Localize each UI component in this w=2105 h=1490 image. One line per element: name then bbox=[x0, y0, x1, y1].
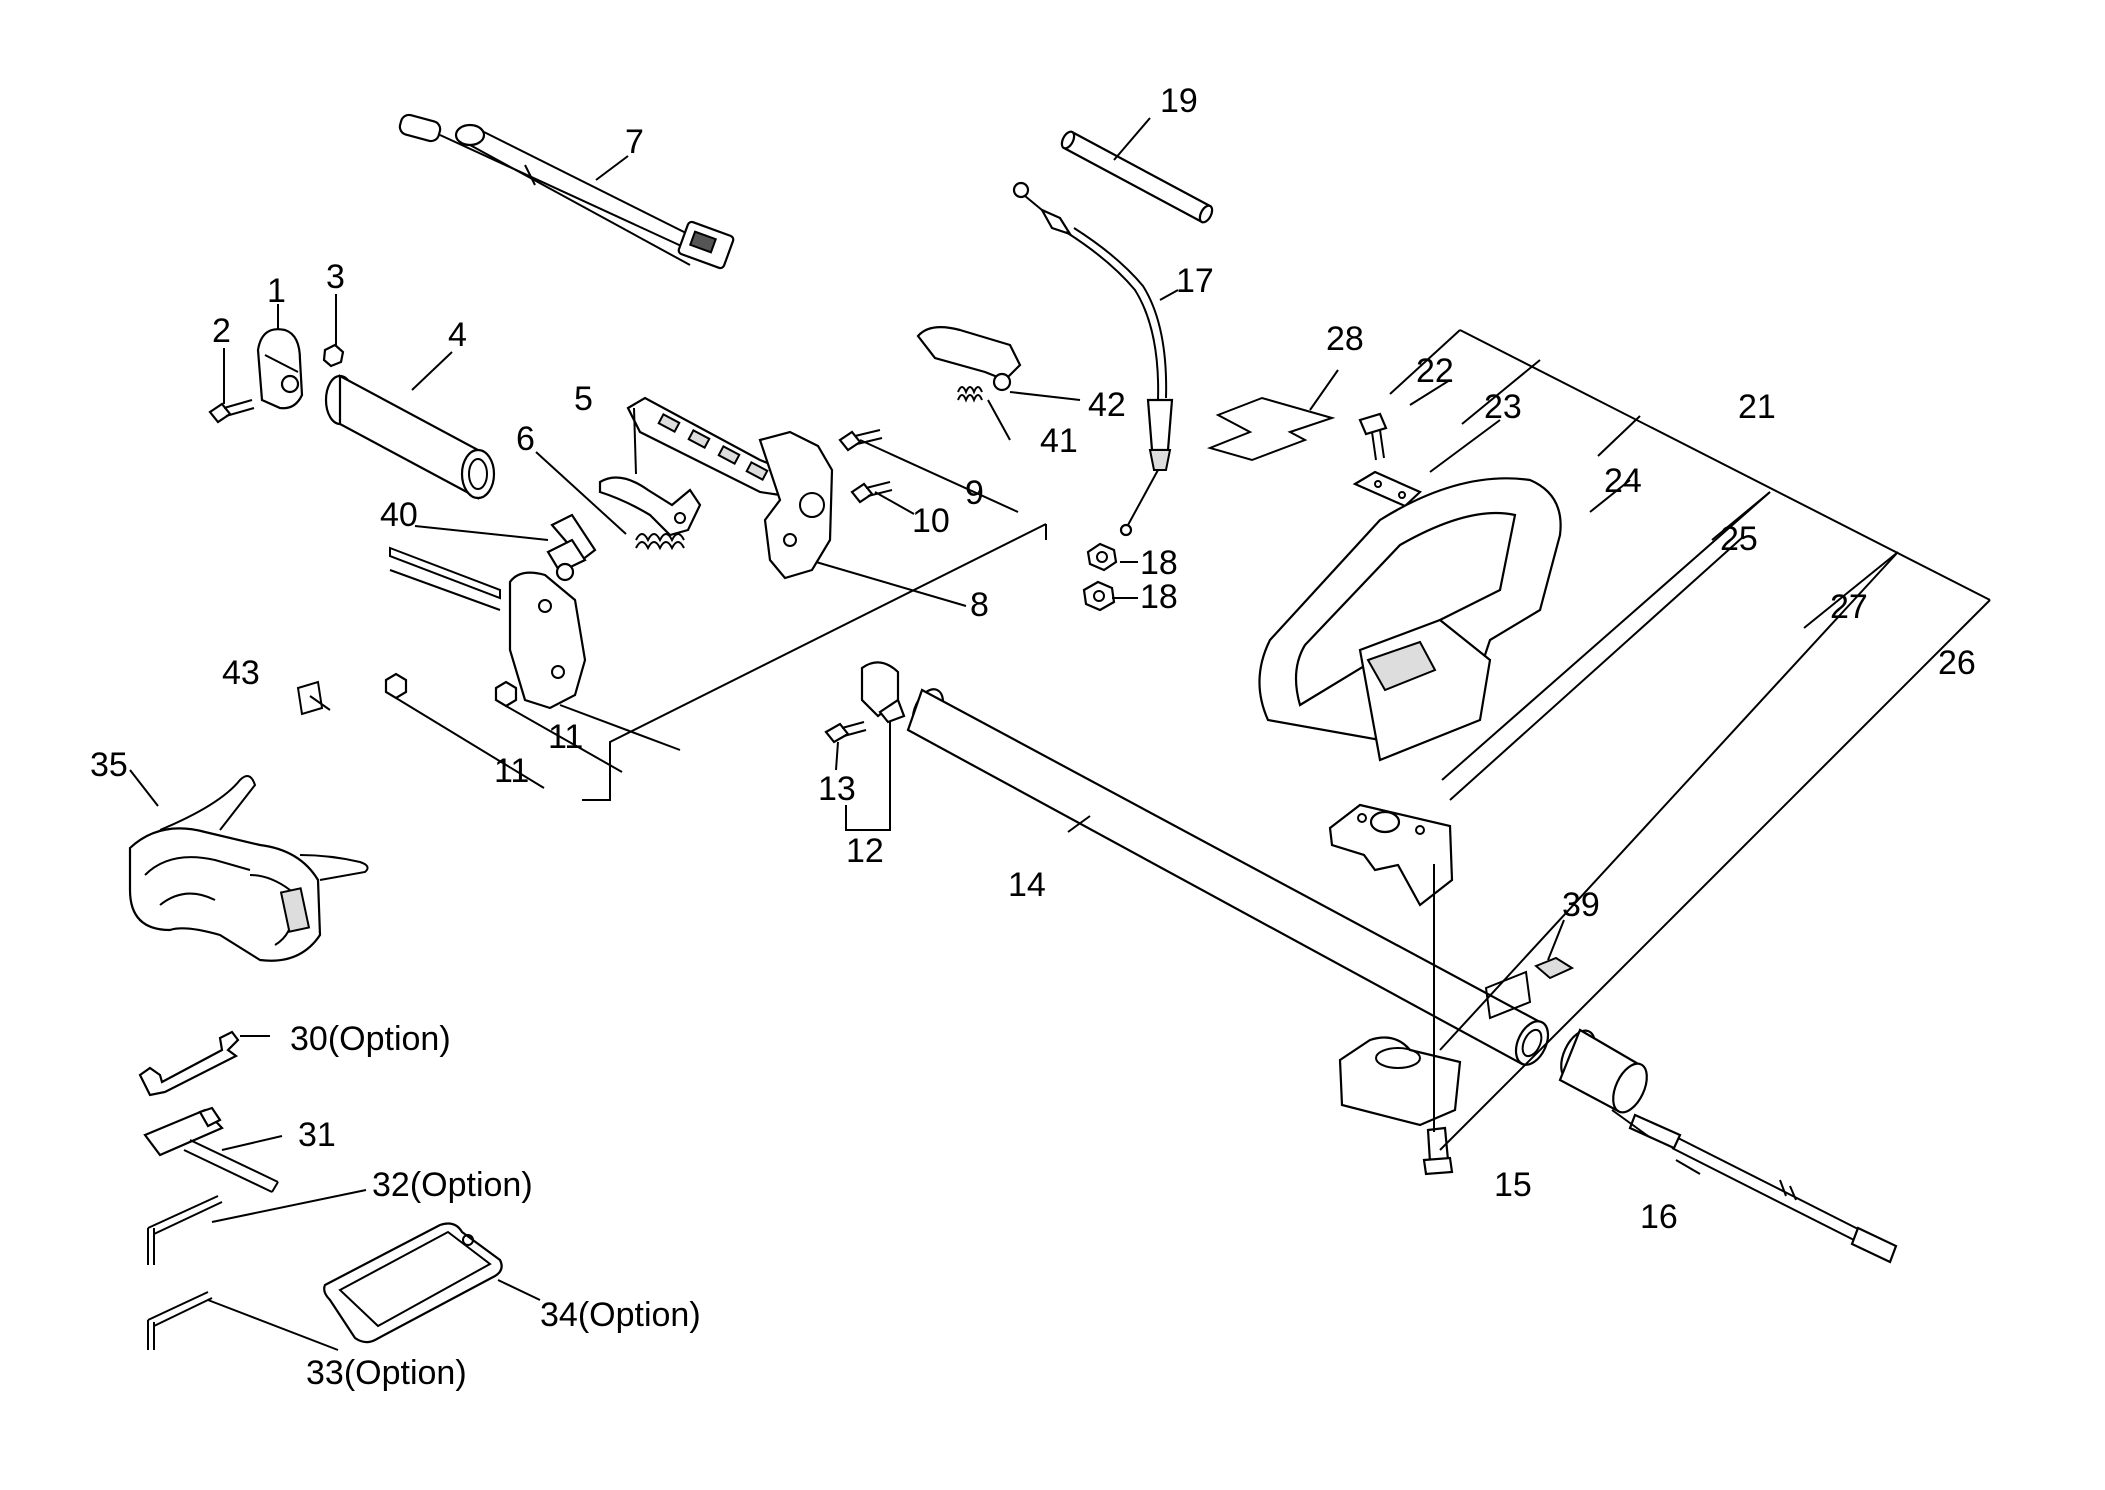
part-10-screw bbox=[850, 481, 893, 504]
part-11-nut-b bbox=[494, 680, 518, 708]
part-25-clamp-top bbox=[1328, 803, 1454, 907]
label-28: 28 bbox=[1326, 320, 1364, 358]
part-1-clamp bbox=[256, 328, 304, 410]
leader-lines bbox=[129, 117, 1991, 1351]
part-35-goggles bbox=[128, 775, 369, 962]
label-27: 27 bbox=[1830, 588, 1868, 626]
label-35: 35 bbox=[90, 746, 128, 784]
label-18-b: 18 bbox=[1140, 578, 1178, 616]
part-26-bolt bbox=[1422, 1126, 1454, 1176]
label-31: 31 bbox=[298, 1116, 336, 1154]
part-2-bolt bbox=[208, 399, 255, 424]
label-24: 24 bbox=[1604, 462, 1642, 500]
label-34: 34(Option) bbox=[540, 1296, 701, 1334]
part-41-spring bbox=[957, 386, 983, 403]
label-11-b: 11 bbox=[494, 752, 529, 790]
label-3: 3 bbox=[326, 258, 345, 296]
part-14-shaft bbox=[906, 688, 1550, 1066]
part-25-clamp-bottom bbox=[1338, 1036, 1462, 1127]
label-23: 23 bbox=[1484, 388, 1522, 426]
label-13: 13 bbox=[818, 770, 856, 808]
part-32-hex-key bbox=[147, 1195, 223, 1265]
label-17: 17 bbox=[1176, 262, 1214, 300]
part-15-bushing bbox=[1558, 1028, 1648, 1114]
label-7: 7 bbox=[625, 123, 644, 161]
label-21: 21 bbox=[1738, 388, 1776, 426]
label-41: 41 bbox=[1040, 422, 1078, 460]
label-39: 39 bbox=[1562, 886, 1600, 924]
label-6: 6 bbox=[516, 420, 535, 458]
part-8-left-housing bbox=[389, 546, 587, 710]
label-43: 43 bbox=[222, 654, 260, 692]
part-42-trigger bbox=[916, 325, 1022, 392]
part-34-tool-bag bbox=[323, 1222, 503, 1344]
label-15: 15 bbox=[1494, 1166, 1532, 1204]
part-5-lever bbox=[598, 476, 702, 537]
label-1: 1 bbox=[267, 272, 286, 310]
label-12: 12 bbox=[846, 832, 884, 870]
part-8-throttle-housing bbox=[626, 396, 834, 580]
part-labels: 1 2 3 4 5 6 7 8 9 10 11 11 12 13 14 15 1… bbox=[90, 82, 1976, 1392]
label-25: 25 bbox=[1720, 520, 1758, 558]
part-19-rod bbox=[1060, 130, 1214, 224]
label-18-a: 18 bbox=[1140, 544, 1178, 582]
label-40: 40 bbox=[380, 496, 418, 534]
label-8: 8 bbox=[970, 586, 989, 624]
label-4: 4 bbox=[448, 316, 467, 354]
part-43-sticker bbox=[296, 680, 324, 716]
label-22: 22 bbox=[1416, 352, 1454, 390]
label-30: 30(Option) bbox=[290, 1020, 451, 1058]
part-13-screw bbox=[824, 721, 867, 744]
part-33-hex-key bbox=[147, 1291, 213, 1350]
label-11-a: 11 bbox=[548, 718, 583, 756]
label-16: 16 bbox=[1640, 1198, 1678, 1236]
part-24-loop-handle bbox=[1258, 477, 1562, 762]
part-39-decal bbox=[1484, 956, 1575, 1020]
part-18-nut-a bbox=[1086, 542, 1118, 572]
label-33: 33(Option) bbox=[306, 1354, 467, 1392]
part-30-wrench bbox=[138, 1030, 240, 1097]
part-28-decal bbox=[1206, 396, 1336, 462]
part-40-switch bbox=[546, 513, 597, 582]
label-42: 42 bbox=[1088, 386, 1126, 424]
label-26: 26 bbox=[1938, 644, 1976, 682]
label-32: 32(Option) bbox=[372, 1166, 533, 1204]
part-18-nut-b bbox=[1082, 580, 1116, 612]
part-12-collar bbox=[860, 661, 906, 724]
part-23-plate bbox=[1352, 470, 1422, 508]
part-22-bolt bbox=[1358, 412, 1388, 461]
part-3-nut bbox=[322, 343, 345, 368]
label-2: 2 bbox=[212, 312, 231, 350]
part-9-screw bbox=[838, 429, 883, 452]
label-19: 19 bbox=[1160, 82, 1198, 120]
part-16-drive-shaft bbox=[1628, 1113, 1898, 1264]
label-9: 9 bbox=[965, 474, 984, 512]
part-4-grip bbox=[324, 374, 496, 500]
part-6-spring bbox=[635, 533, 685, 551]
part-17-throttle-wire bbox=[1012, 181, 1174, 537]
part-11-nut-a bbox=[384, 672, 408, 700]
part-7-throttle-cable bbox=[398, 113, 735, 270]
label-5: 5 bbox=[574, 380, 593, 418]
label-10: 10 bbox=[912, 502, 950, 540]
part-31-plug-wrench bbox=[143, 1106, 279, 1193]
label-14: 14 bbox=[1008, 866, 1046, 904]
